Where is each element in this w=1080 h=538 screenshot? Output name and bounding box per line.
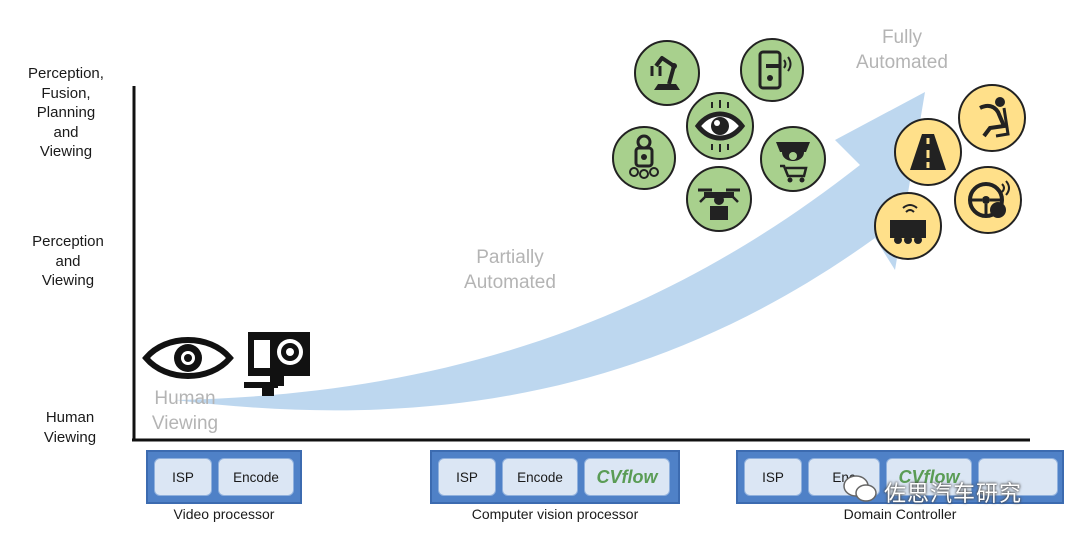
y-label-perception-viewing: Perception and Viewing bbox=[16, 232, 120, 291]
eye-chip-icon bbox=[686, 92, 754, 160]
smart-lock-icon bbox=[740, 38, 804, 102]
domain-controller-box: ISP Enc CVflow bbox=[736, 450, 1064, 504]
stage-line: Viewing bbox=[151, 413, 219, 434]
isp-chip: ISP bbox=[744, 458, 802, 496]
computer-vision-processor-box: ISP Encode CVflow bbox=[430, 450, 680, 504]
action-camera-icon bbox=[244, 332, 310, 396]
autonomous-truck-icon bbox=[874, 192, 942, 260]
y-label-line: and bbox=[53, 123, 79, 141]
stage-human-viewing: Human Viewing bbox=[140, 386, 230, 436]
eye-icon bbox=[142, 337, 234, 379]
y-label-line: Fusion, bbox=[41, 84, 91, 102]
y-label-line: Viewing bbox=[41, 272, 95, 289]
computer-vision-processor-label: Computer vision processor bbox=[471, 506, 639, 522]
stage-line: Automated bbox=[856, 52, 948, 73]
video-processor-label: Video processor bbox=[173, 506, 275, 522]
y-label-line: Viewing bbox=[43, 428, 97, 446]
stage-partially-automated: Partially Automated bbox=[440, 245, 580, 295]
y-label-line: and bbox=[55, 252, 81, 270]
cvflow-chip: CVflow bbox=[584, 458, 670, 496]
stage-line: Fully bbox=[881, 27, 923, 48]
video-processor-box: ISP Encode bbox=[146, 450, 302, 504]
autonomous-steering-icon bbox=[954, 166, 1022, 234]
encode-chip: Encode bbox=[218, 458, 294, 496]
stage-fully-automated: Fully Automated bbox=[838, 25, 966, 75]
road-icon bbox=[894, 118, 962, 186]
robot-arm-icon bbox=[634, 40, 700, 106]
y-label-line: Perception, bbox=[28, 65, 104, 82]
watermark-text: 佐思汽车研究 bbox=[884, 481, 1023, 506]
y-label-line: Planning bbox=[36, 104, 96, 121]
y-label-human-viewing: Human Viewing bbox=[18, 408, 122, 447]
stage-line: Automated bbox=[464, 272, 556, 293]
security-camera-cart-icon bbox=[760, 126, 826, 192]
y-label-line: Perception bbox=[32, 233, 104, 250]
isp-chip: ISP bbox=[154, 458, 212, 496]
extra-accelerator-chip bbox=[978, 458, 1058, 496]
robot-icon bbox=[612, 126, 676, 190]
cvflow-chip: CVflow bbox=[886, 458, 972, 496]
growth-arrow bbox=[175, 92, 925, 411]
y-label-line: Viewing bbox=[39, 143, 93, 160]
stage-line: Human bbox=[154, 388, 216, 409]
encode-chip: Encode bbox=[502, 458, 578, 496]
wechat-logo-icon bbox=[843, 475, 877, 502]
domain-controller-label: Domain Controller bbox=[843, 506, 957, 522]
reclined-driver-icon bbox=[958, 84, 1026, 152]
y-label-perception-fusion-planning: Perception, Fusion, Planning and Viewing bbox=[14, 64, 118, 162]
y-label-line: Human bbox=[45, 409, 95, 426]
drone-icon bbox=[686, 166, 752, 232]
stage-line: Partially bbox=[476, 247, 544, 268]
isp-chip: ISP bbox=[438, 458, 496, 496]
